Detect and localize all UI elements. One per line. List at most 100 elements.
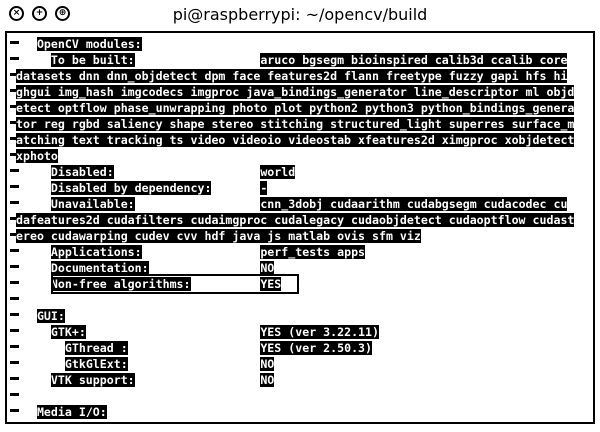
line-indent <box>16 181 51 195</box>
line-label: GUI: <box>36 309 65 323</box>
line-label: dafeatures2d cudafilters cudaimgproc cud… <box>16 213 575 227</box>
scrollbar-mark <box>10 265 19 268</box>
scrollbar-mark <box>10 345 19 348</box>
window-titlebar: × + ⊕ pi@raspberrypi: ~/opencv/build <box>0 0 600 30</box>
line-label: datasets dnn dnn_objdetect dpm face feat… <box>16 69 568 83</box>
scrollbar-mark <box>10 217 19 220</box>
line-label: GTK+: <box>50 325 86 339</box>
terminal-line: etect optflow phase_unwrapping photo plo… <box>16 100 575 116</box>
scrollbar-mark <box>10 233 19 236</box>
scrollbar-mark <box>10 169 19 172</box>
line-value: NO <box>260 357 275 371</box>
terminal-line: atching text tracking ts video videoio v… <box>16 132 575 148</box>
terminal-line: Non-free algorithms: YES <box>16 276 282 292</box>
line-value: YES (ver 2.50.3) <box>260 341 373 355</box>
terminal-line: GtkGlExt: NO <box>16 356 275 372</box>
scrollbar-mark <box>10 121 19 124</box>
scrollbar-mark <box>10 329 19 332</box>
scrollbar-mark <box>10 105 19 108</box>
scrollbar-mark <box>10 201 19 204</box>
line-label: tor reg rgbd saliency shape stereo stitc… <box>16 117 575 131</box>
scrollbar-mark <box>10 377 19 380</box>
terminal-line: Disabled by dependency: - <box>16 180 268 196</box>
line-label: OpenCV modules: <box>36 37 142 51</box>
line-label: Disabled: <box>50 165 114 179</box>
scrollbar-mark <box>10 89 19 92</box>
line-label: Disabled by dependency: <box>50 181 212 195</box>
terminal-line: Disabled: world <box>16 164 296 180</box>
line-label: ereo cudawarping cudev cvv hdf java js m… <box>16 229 421 243</box>
terminal-line: OpenCV modules: <box>16 36 142 52</box>
terminal-line: dafeatures2d cudafilters cudaimgproc cud… <box>16 212 575 228</box>
terminal-line: datasets dnn dnn_objdetect dpm face feat… <box>16 68 568 84</box>
terminal-line: VTK support: NO <box>16 372 275 388</box>
line-pad <box>114 165 261 179</box>
line-indent <box>16 341 65 355</box>
terminal-viewport[interactable]: OpenCV modules: To be built: aruco bgseg… <box>5 31 595 424</box>
scrollbar-mark <box>10 361 19 364</box>
line-label: Applications: <box>50 245 142 259</box>
line-label: Non-free algorithms: <box>50 277 191 291</box>
window-title: pi@raspberrypi: ~/opencv/build <box>172 5 428 24</box>
line-label: ghgui img_hash imgcodecs imgproc java_bi… <box>16 85 575 99</box>
line-value: - <box>260 181 268 195</box>
line-value: cnn_3dobj cudaarithm cudabgsegm cudacode… <box>260 197 568 211</box>
line-indent <box>16 357 65 371</box>
terminal-line: xphoto <box>16 148 58 164</box>
line-indent <box>16 325 51 339</box>
scrollbar-mark <box>10 137 19 140</box>
line-indent <box>16 261 51 275</box>
maximize-icon[interactable]: + <box>32 6 47 21</box>
line-value: perf_tests apps <box>260 245 366 259</box>
terminal-line: GTK+: YES (ver 3.22.11) <box>16 324 379 340</box>
line-indent <box>16 165 51 179</box>
terminal-line: Documentation: NO <box>16 260 275 276</box>
line-label: Unavailable: <box>50 197 135 211</box>
line-pad <box>135 373 261 387</box>
scrollbar-track[interactable] <box>10 33 19 422</box>
line-indent <box>16 373 51 387</box>
line-pad <box>128 357 261 371</box>
scrollbar-mark <box>10 41 19 44</box>
line-indent <box>16 309 37 323</box>
line-value: world <box>260 165 296 179</box>
scrollbar-mark <box>10 249 19 252</box>
line-value: YES (ver 3.22.11) <box>260 325 379 339</box>
terminal-line: To be built: aruco bgsegm bioinspired ca… <box>16 52 568 68</box>
line-label: atching text tracking ts video videoio v… <box>16 133 575 147</box>
line-pad <box>135 197 261 211</box>
terminal-line: ghgui img_hash imgcodecs imgproc java_bi… <box>16 84 575 100</box>
scrollbar-mark <box>10 393 19 396</box>
terminal-line: GThread : YES (ver 2.50.3) <box>16 340 373 356</box>
line-indent <box>16 405 37 419</box>
close-icon[interactable]: × <box>9 6 24 21</box>
minimize-icon[interactable]: ⊕ <box>55 6 70 21</box>
line-pad <box>135 53 261 67</box>
scrollbar-mark <box>10 297 19 300</box>
scrollbar-mark <box>10 73 19 76</box>
terminal-line: GUI: <box>16 308 65 324</box>
line-label: etect optflow phase_unwrapping photo plo… <box>16 101 575 115</box>
line-label: VTK support: <box>50 373 135 387</box>
line-label: Documentation: <box>50 261 149 275</box>
line-pad <box>149 261 261 275</box>
line-label: Media I/O: <box>36 405 107 419</box>
terminal-line: tor reg rgbd saliency shape stereo stitc… <box>16 116 575 132</box>
scrollbar-mark <box>10 281 19 284</box>
line-value: NO <box>260 261 275 275</box>
scrollbar-mark <box>10 185 19 188</box>
line-indent <box>16 245 51 259</box>
line-pad <box>86 325 261 339</box>
scrollbar-mark <box>10 57 19 60</box>
line-label: GThread : <box>64 341 128 355</box>
scrollbar-mark <box>10 409 19 412</box>
line-label: GtkGlExt: <box>64 357 128 371</box>
line-pad <box>211 181 260 195</box>
line-label: xphoto <box>16 149 58 163</box>
terminal-line: Applications: perf_tests apps <box>16 244 366 260</box>
line-pad <box>128 341 261 355</box>
line-indent <box>16 197 51 211</box>
scrollbar-mark <box>10 153 19 156</box>
terminal-line: ereo cudawarping cudev cvv hdf java js m… <box>16 228 421 244</box>
line-label: To be built: <box>50 53 135 67</box>
